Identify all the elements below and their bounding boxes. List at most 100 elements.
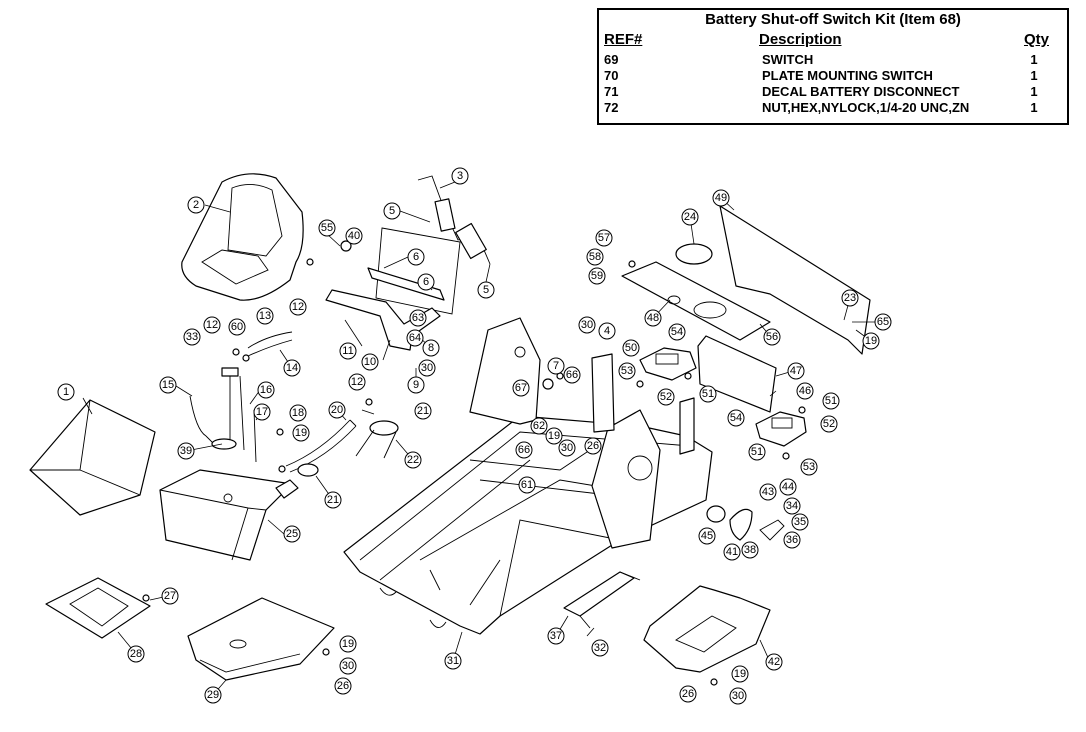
row-qty: 1 <box>1030 84 1038 99</box>
svg-text:58: 58 <box>589 251 601 263</box>
svg-text:13: 13 <box>259 310 271 322</box>
svg-text:63: 63 <box>412 312 424 324</box>
svg-text:60: 60 <box>231 321 243 333</box>
part-42-guard <box>643 585 771 673</box>
svg-text:30: 30 <box>342 660 354 672</box>
callout-12a: 12 <box>289 298 307 316</box>
svg-text:27: 27 <box>164 590 176 602</box>
svg-text:22: 22 <box>407 454 419 466</box>
callout-51b: 51 <box>822 392 840 410</box>
svg-text:7: 7 <box>553 360 559 372</box>
svg-text:61: 61 <box>521 479 533 491</box>
row-qty: 1 <box>1030 100 1038 115</box>
svg-text:5: 5 <box>483 284 489 296</box>
callout-33: 33 <box>183 328 201 346</box>
svg-text:19: 19 <box>734 668 746 680</box>
callout-37: 37 <box>547 627 565 645</box>
row-ref: 70 <box>604 68 619 83</box>
part-56-footboard <box>621 205 871 355</box>
callout-7: 7 <box>547 357 565 375</box>
fasteners <box>142 240 806 686</box>
svg-text:1: 1 <box>63 386 69 398</box>
callout-31: 31 <box>444 652 462 670</box>
callout-18: 18 <box>289 404 307 422</box>
callout-64: 64 <box>406 329 424 347</box>
svg-text:54: 54 <box>730 412 742 424</box>
callout-52a: 52 <box>657 388 675 406</box>
callout-57: 57 <box>595 229 613 247</box>
svg-text:44: 44 <box>782 481 794 493</box>
callout-67: 67 <box>512 379 530 397</box>
callout-61: 61 <box>518 476 536 494</box>
svg-text:46: 46 <box>799 385 811 397</box>
part-47-panel <box>697 335 777 413</box>
svg-text:57: 57 <box>598 232 610 244</box>
callout-52b: 52 <box>820 415 838 433</box>
callout-51a: 51 <box>699 385 717 403</box>
svg-text:35: 35 <box>794 516 806 528</box>
callout-28: 28 <box>127 645 145 663</box>
part-1-cover <box>29 399 156 516</box>
callout-4: 4 <box>598 322 616 340</box>
svg-text:42: 42 <box>768 656 780 668</box>
row-qty: 1 <box>1030 68 1038 83</box>
callout-12b: 12 <box>203 316 221 334</box>
kit-table-title: Battery Shut-off Switch Kit (Item 68) <box>705 11 961 28</box>
callout-63: 63 <box>409 309 427 327</box>
callout-45: 45 <box>698 527 716 545</box>
callout-13: 13 <box>256 307 274 325</box>
svg-text:62: 62 <box>533 420 545 432</box>
callout-53a: 53 <box>618 362 636 380</box>
row-ref: 69 <box>604 52 619 67</box>
callout-40: 40 <box>345 227 363 245</box>
callout-19b: 19 <box>545 427 563 445</box>
svg-text:45: 45 <box>701 530 713 542</box>
svg-text:19: 19 <box>295 427 307 439</box>
callout-16: 16 <box>257 381 275 399</box>
svg-text:65: 65 <box>877 316 889 328</box>
svg-text:38: 38 <box>744 544 756 556</box>
svg-text:49: 49 <box>715 192 727 204</box>
callout-11: 11 <box>339 342 357 360</box>
callout-32: 32 <box>591 639 609 657</box>
callout-1: 1 <box>57 383 75 401</box>
kit-parts-table: Battery Shut-off Switch Kit (Item 68) RE… <box>597 8 1069 125</box>
svg-text:53: 53 <box>803 461 815 473</box>
svg-text:6: 6 <box>413 251 419 263</box>
svg-text:47: 47 <box>790 365 802 377</box>
row-description: DECAL BATTERY DISCONNECT <box>762 84 960 99</box>
callout-30e: 30 <box>729 687 747 705</box>
part-54-switch-plates <box>639 347 807 447</box>
callout-26c: 26 <box>679 685 697 703</box>
callout-19a: 19 <box>292 424 310 442</box>
part-15-fuel-sender <box>189 367 257 463</box>
part-28-grille <box>45 577 151 639</box>
callout-53b: 53 <box>800 458 818 476</box>
callout-41: 41 <box>723 543 741 561</box>
callout-54a: 54 <box>668 323 686 341</box>
callout-19e: 19 <box>731 665 749 683</box>
part-41-45-components <box>706 505 785 541</box>
callout-17: 17 <box>253 403 271 421</box>
callout-55: 55 <box>318 219 336 237</box>
callout-36: 36 <box>783 531 801 549</box>
svg-text:66: 66 <box>566 369 578 381</box>
svg-text:40: 40 <box>348 230 360 242</box>
callout-30c: 30 <box>558 439 576 457</box>
svg-text:24: 24 <box>684 211 696 223</box>
callout-22: 22 <box>404 451 422 469</box>
callout-38: 38 <box>741 541 759 559</box>
callout-2: 2 <box>187 196 205 214</box>
callout-35: 35 <box>791 513 809 531</box>
svg-text:66: 66 <box>518 444 530 456</box>
svg-text:50: 50 <box>625 342 637 354</box>
svg-text:4: 4 <box>604 325 610 337</box>
callout-30a: 30 <box>578 316 596 334</box>
callout-51c: 51 <box>748 443 766 461</box>
header-ref: REF# <box>604 31 643 48</box>
svg-text:19: 19 <box>865 335 877 347</box>
svg-text:30: 30 <box>732 690 744 702</box>
svg-text:53: 53 <box>621 365 633 377</box>
svg-text:41: 41 <box>726 546 738 558</box>
callout-26a: 26 <box>584 437 602 455</box>
